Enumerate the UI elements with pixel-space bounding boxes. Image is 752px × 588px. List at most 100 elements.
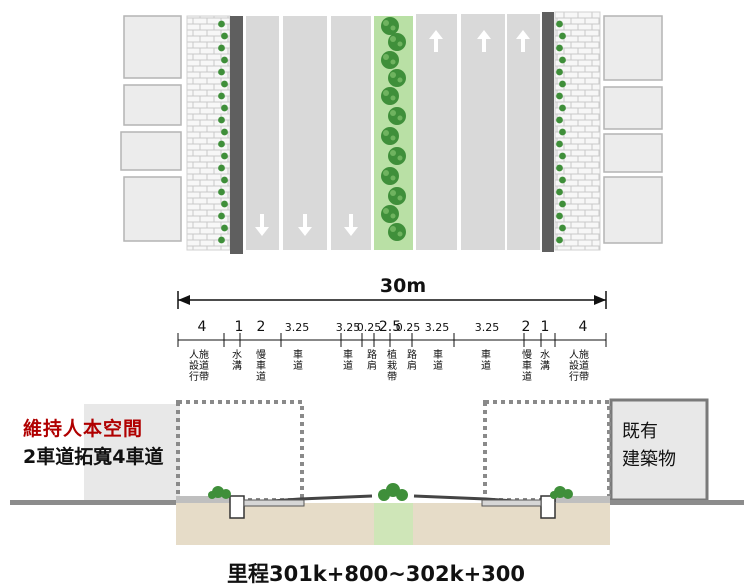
segment-dimension-label: 3.25 <box>475 321 500 334</box>
segment-dimension-label: 0.25 <box>396 321 421 334</box>
shrub-icon <box>559 200 566 208</box>
shrub-icon <box>556 92 563 100</box>
shrub-icon <box>556 116 563 124</box>
segment-label: 車道 <box>293 348 303 372</box>
segment-dimension-label: 3.25 <box>336 321 361 334</box>
lanes <box>246 14 540 250</box>
building-block <box>603 133 663 173</box>
svg-text:人: 人 <box>569 349 579 361</box>
svg-text:溝: 溝 <box>232 359 242 372</box>
section-sidewalk-left <box>176 496 230 503</box>
svg-text:車: 車 <box>256 359 266 372</box>
segment-dimension-label: 4 <box>198 319 207 335</box>
svg-text:施: 施 <box>579 348 589 361</box>
shrub-icon <box>221 80 228 88</box>
shrub-icon <box>556 212 563 220</box>
segment-dimension-label: 3.25 <box>425 321 450 334</box>
svg-text:肩: 肩 <box>367 359 377 372</box>
shrub-icon <box>218 188 225 196</box>
lane-3 <box>331 16 371 250</box>
shrub-icon <box>218 20 225 28</box>
svg-text:溝: 溝 <box>540 359 550 372</box>
shrub-icon <box>221 56 228 64</box>
svg-text:車: 車 <box>481 348 491 361</box>
shrub-icon <box>221 32 228 40</box>
total-width-label: 30m <box>380 275 426 297</box>
maintain-label: 維持人本空間 <box>23 418 144 440</box>
segment-label: 車道 <box>433 348 443 372</box>
svg-text:道: 道 <box>433 359 443 372</box>
lane-2 <box>283 16 327 250</box>
svg-text:肩: 肩 <box>407 359 417 372</box>
svg-text:慢: 慢 <box>256 349 266 361</box>
segment-label: 慢車道 <box>522 349 532 383</box>
shrub-icon <box>559 56 566 64</box>
existing-building-right <box>609 398 709 502</box>
shrub-icon <box>556 236 563 244</box>
shrub-icon <box>218 212 225 220</box>
shrub-icon <box>218 236 225 244</box>
svg-text:車: 車 <box>522 359 532 372</box>
building-block <box>123 84 182 126</box>
slow-lane-left <box>243 499 305 507</box>
existing-building-line2: 建築物 <box>622 449 676 470</box>
svg-text:道: 道 <box>481 359 491 372</box>
segment-label: 水溝 <box>232 349 242 372</box>
segment-label: 車道 <box>481 348 491 372</box>
tree-icon <box>388 147 406 165</box>
segment-label: 車道 <box>343 348 353 372</box>
svg-text:道: 道 <box>522 370 532 383</box>
tree-icon <box>388 107 406 125</box>
tree-icon <box>381 51 399 69</box>
segment-label: 慢車道 <box>256 349 266 383</box>
shrub-icon <box>218 116 225 124</box>
shrub-icon <box>559 32 566 40</box>
building-block <box>123 15 182 79</box>
median-subgrade <box>374 503 413 545</box>
tree-icon <box>381 87 399 105</box>
shrub-icon <box>559 176 566 184</box>
shrub-icon <box>218 44 225 52</box>
section-sidewalk-right <box>556 496 610 503</box>
tree-icon <box>381 127 399 145</box>
building-block <box>603 86 663 130</box>
shrub-right <box>550 486 573 499</box>
svg-text:行: 行 <box>189 370 199 383</box>
ditch-left <box>229 495 245 519</box>
segment-label: 路肩 <box>367 348 377 372</box>
svg-text:行: 行 <box>569 370 579 383</box>
shrub-icon <box>556 140 563 148</box>
building-block <box>120 131 182 171</box>
segment-dimension-label: 2.5 <box>379 319 401 335</box>
segment-dimension-label: 0.25 <box>357 321 382 334</box>
shrub-icon <box>221 152 228 160</box>
svg-text:慢: 慢 <box>522 349 532 361</box>
ditch-right <box>540 495 556 519</box>
maintained-space-outline-left <box>176 400 304 502</box>
svg-text:施: 施 <box>199 348 209 361</box>
building-block <box>123 176 182 242</box>
svg-text:道: 道 <box>199 359 209 372</box>
maintained-space-outline-right <box>483 400 611 502</box>
lane-5 <box>461 14 505 250</box>
segment-dimension-label: 1 <box>541 319 550 335</box>
segment-label: 路肩 <box>407 348 417 372</box>
shrub-icon <box>218 140 225 148</box>
segment-label: 水溝 <box>540 349 550 372</box>
shrub-icon <box>218 68 225 76</box>
svg-text:帶: 帶 <box>579 371 589 383</box>
shrub-median <box>378 483 408 501</box>
tree-icon <box>381 17 399 35</box>
segment-dimension-label: 1 <box>235 319 244 335</box>
median-trees <box>381 17 406 241</box>
shrub-icon <box>221 104 228 112</box>
shrub-icon <box>559 104 566 112</box>
left-shrub-strip <box>218 20 228 244</box>
existing-building-label: 既有 建築物 <box>622 418 676 474</box>
tree-icon <box>388 69 406 87</box>
segment-dimension-label: 2 <box>522 319 531 335</box>
cross-section <box>10 398 744 545</box>
lane-1 <box>246 16 279 250</box>
